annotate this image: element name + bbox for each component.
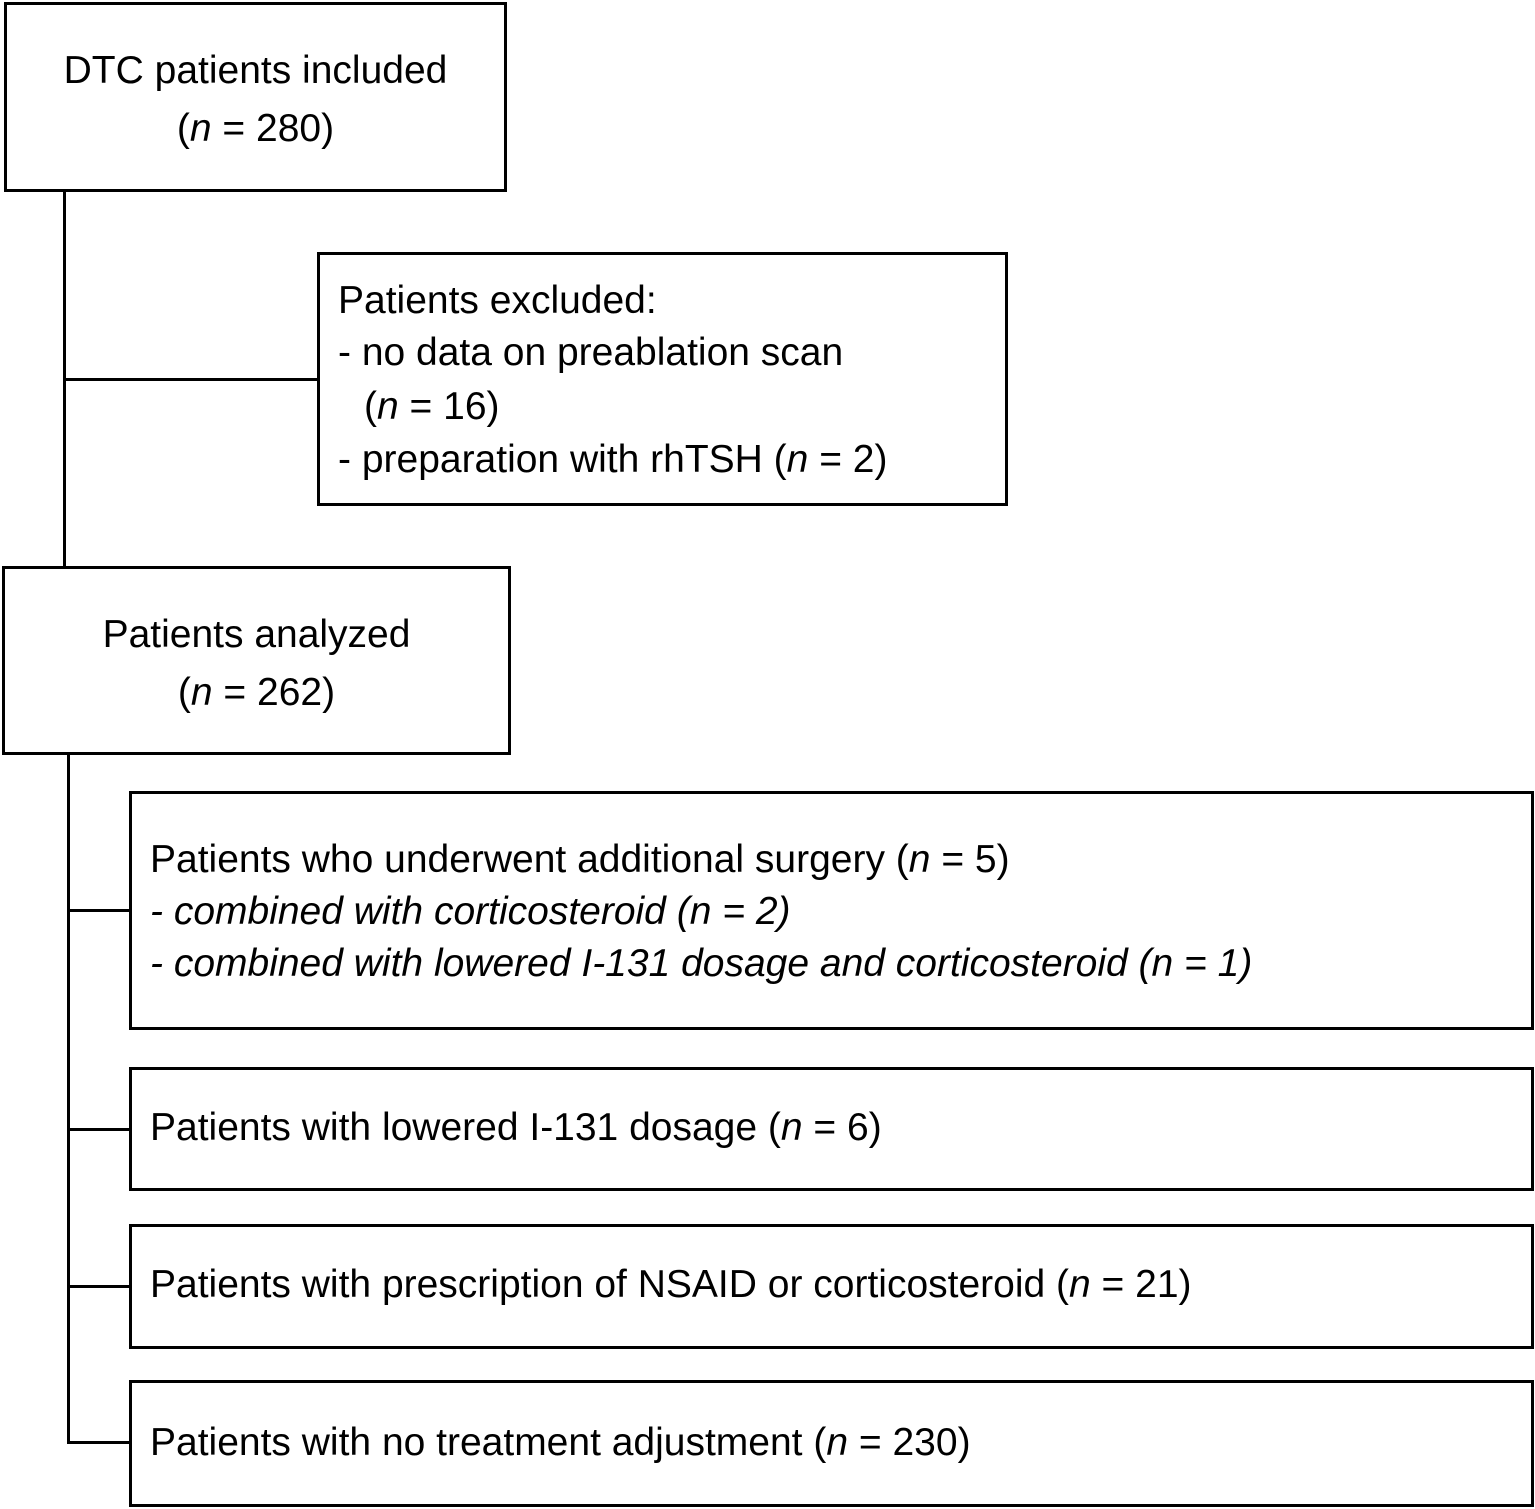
lowered-dosage-text: Patients with lowered I-131 dosage (n = … (150, 1106, 882, 1149)
connector-to-lowered (67, 1128, 131, 1131)
included-box: DTC patients included (n = 280) (4, 2, 507, 192)
no-adjustment-text: Patients with no treatment adjustment (n… (150, 1421, 971, 1464)
excluded-box: Patients excluded: - no data on preablat… (317, 252, 1008, 506)
connector-to-noadjust (67, 1441, 131, 1444)
surgery-with-lowered-dosage-and-corticosteroid: - combined with lowered I-131 dosage and… (150, 942, 1253, 985)
analyzed-count: (n = 262) (177, 671, 336, 714)
no-adjustment-box: Patients with no treatment adjustment (n… (129, 1380, 1534, 1507)
excluded-reason-preablation: - no data on preablation scan (338, 331, 844, 374)
included-title: DTC patients included (63, 49, 448, 92)
excluded-reason-rhtsh: - preparation with rhTSH (n = 2) (338, 438, 888, 481)
surgery-title: Patients who underwent additional surger… (150, 838, 1010, 881)
excluded-reason-preablation-count: (n = 16) (364, 385, 500, 428)
connector-analyzed-trunk (67, 753, 70, 1444)
surgery-with-corticosteroid: - combined with corticosteroid (n = 2) (150, 890, 791, 933)
analyzed-box: Patients analyzed (n = 262) (2, 566, 511, 755)
surgery-box: Patients who underwent additional surger… (129, 791, 1534, 1030)
nsaid-text: Patients with prescription of NSAID or c… (150, 1263, 1192, 1306)
connector-to-nsaid (67, 1285, 131, 1288)
included-count: (n = 280) (176, 107, 335, 150)
lowered-dosage-box: Patients with lowered I-131 dosage (n = … (129, 1067, 1534, 1191)
connector-to-surgery (67, 909, 131, 912)
excluded-title: Patients excluded: (338, 279, 657, 322)
connector-to-excluded (63, 378, 319, 381)
analyzed-title: Patients analyzed (102, 613, 411, 656)
nsaid-box: Patients with prescription of NSAID or c… (129, 1224, 1534, 1349)
